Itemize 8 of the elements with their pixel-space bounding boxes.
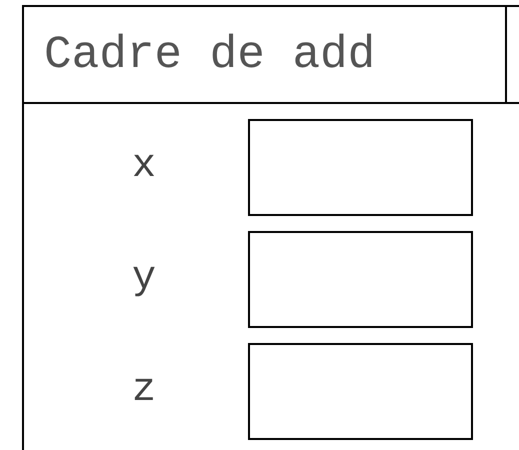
variable-name: z	[132, 371, 156, 411]
variable-name: x	[132, 147, 156, 187]
value-box	[248, 231, 473, 328]
value-box	[248, 119, 473, 216]
variable-name: y	[132, 259, 156, 299]
frame-title: Cadre de add	[44, 29, 376, 81]
value-box	[248, 343, 473, 440]
stack-frame	[22, 5, 519, 450]
